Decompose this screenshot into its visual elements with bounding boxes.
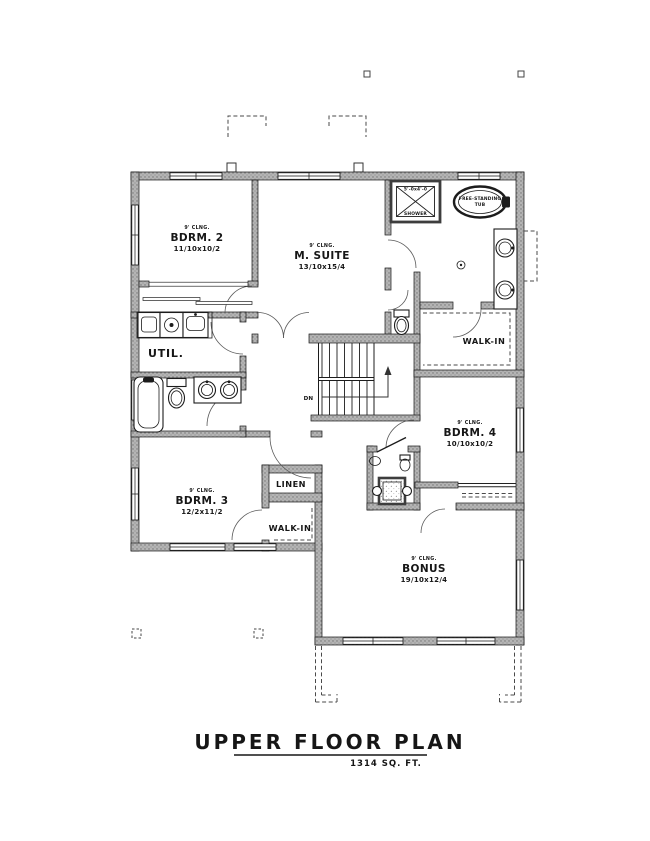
master-walkin-label: WALK-IN [463,336,506,346]
window [436,637,496,645]
msuite-name: M. SUITE [294,250,350,262]
stairs-dn-label: DN [304,396,314,402]
bonus-name: BONUS [402,563,446,575]
window [169,543,226,551]
floor-drain-icon [456,260,466,270]
corner-shower-icon [371,476,413,506]
util-door-swing [210,321,244,355]
bdrm3-door-swing [269,436,312,479]
double-vanity [193,376,242,404]
bdrm2-door-swing [224,285,253,314]
bonus-dims: 19/10x12/4 [401,576,448,584]
pedestal-sink-icon [369,456,381,466]
stair-direction-arrow [322,366,392,398]
tub-faucet-icon [143,377,154,383]
bdrm3-dims: 12/2x11/2 [181,508,223,516]
bdrm2-bypass-door [195,301,253,305]
room-label-bonus: 9' CLNG. BONUS 19/10x12/4 [401,556,448,584]
bdrm4-door-swing [385,419,415,449]
linen-label: LINEN [276,479,306,489]
master-shower: 5'-0x4'-0 SHOWER [389,179,442,224]
roof-vent-icons [226,162,364,173]
bonus-bath-fixtures [369,454,413,506]
bdrm2-name: BDRM. 2 [170,232,223,244]
tub-label-line1: FREE-STANDING [459,196,501,202]
wc-toilet [393,309,410,336]
hall-bath-fixtures [133,376,242,433]
window [457,172,501,180]
bdrm3-walkin-door-swing [231,509,263,541]
roof-outline-top [227,115,367,137]
bdrm2-ceiling: 9' CLNG. [184,225,209,231]
free-standing-tub: FREE-STANDING TUB [452,185,510,219]
window [342,637,404,645]
staircase: DN [304,343,392,415]
master-vanity [493,228,518,310]
bdrm3-walkin-label: WALK-IN [269,523,312,533]
windows [131,172,524,645]
room-label-bdrm2: 9' CLNG. BDRM. 2 11/10x10/2 [170,225,223,253]
window [516,559,524,611]
bathtub-icon [133,376,164,433]
toilet-icon [166,377,187,409]
bdrm3-ceiling: 9' CLNG. [189,488,214,494]
roof-outline-bottom [315,646,522,703]
msuite-dims: 13/10x15/4 [299,263,346,271]
window [516,407,524,453]
util-label: UTIL. [148,347,184,360]
window [277,172,341,180]
msuite-double-door-left [257,312,284,339]
plan-area-label: 1314 SQ. FT. [350,759,422,769]
utility-appliances [136,311,213,339]
mwalkin-door-swing [452,308,482,338]
plan-title: UPPER FLOOR PLAN [194,730,465,754]
registration-marks [131,70,525,639]
room-label-bdrm4: 9' CLNG. BDRM. 4 10/10x10/2 [443,420,496,448]
closet-details [142,281,516,541]
title-block: UPPER FLOOR PLAN 1314 SQ. FT. [194,730,465,769]
bonus-ceiling: 9' CLNG. [411,556,436,562]
room-label-msuite: 9' CLNG. M. SUITE 13/10x15/4 [294,243,350,271]
mbath-door-swing [387,239,417,269]
bdrm4-ceiling: 9' CLNG. [457,420,482,426]
window [131,467,139,521]
msuite-ceiling: 9' CLNG. [309,243,334,249]
bdrm4-dims: 10/10x10/2 [447,440,494,448]
bdrm2-bypass-door [142,297,201,301]
tub-label-line2: TUB [475,202,486,208]
window [233,543,277,551]
exterior-bay-outline [524,230,538,282]
toilet-icon [399,454,411,472]
hall-bath-door-leaf [376,436,407,453]
bonus-door-swing [420,508,446,534]
shower-label: SHOWER [404,211,427,217]
wc-door-swing [387,289,409,311]
bdrm3-name: BDRM. 3 [175,495,228,507]
msuite-double-door-right [283,312,310,339]
tub-faucet-icon [502,196,510,208]
bdrm2-dims: 11/10x10/2 [174,245,221,253]
window [169,172,223,180]
room-label-bdrm3: 9' CLNG. BDRM. 3 12/2x11/2 [175,488,228,516]
bdrm4-name: BDRM. 4 [443,427,496,439]
bdrm4-closet-rod [462,493,514,498]
window [131,204,139,266]
mwalkin-shelf-dashes [423,312,511,366]
door-swings [206,239,482,541]
shower-size-label: 5'-0x4'-0 [404,187,427,193]
